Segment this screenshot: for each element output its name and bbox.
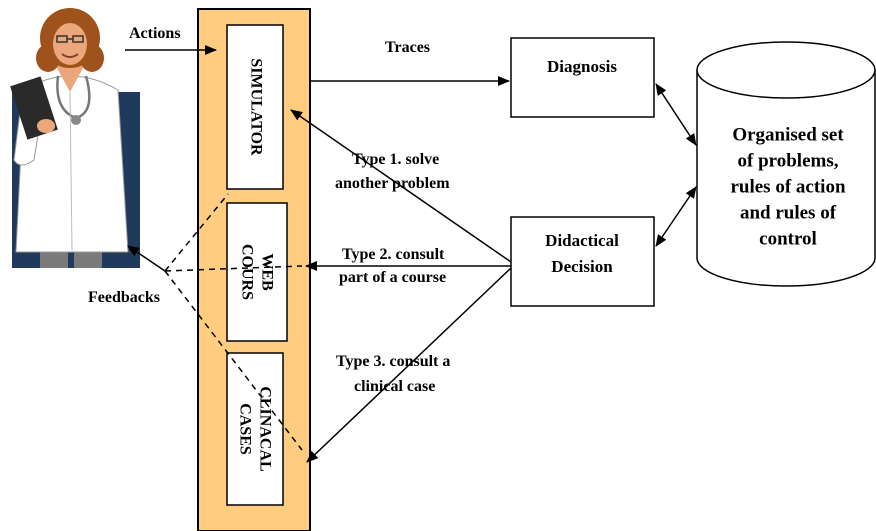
type1-label-line1: Type 1. solve (352, 151, 439, 168)
web-cours-module[interactable]: WEB COURS (226, 202, 288, 342)
simulator-module[interactable]: SIMULATOR (226, 24, 284, 190)
actions-label: Actions (129, 25, 181, 42)
web-cours-label-line2: COURS (238, 244, 255, 300)
diagnosis-label: Diagnosis (547, 57, 617, 76)
feedback-dashed-lines (164, 193, 303, 451)
doctor-with-clipboard-icon (10, 8, 140, 268)
type3-label-line2: clinical case (354, 378, 435, 395)
type1-label-line2: another problem (335, 175, 450, 192)
web-cours-label-line1: WEB (258, 253, 275, 291)
database-label-line4: and rules of (740, 202, 837, 223)
database-label-line5: control (759, 228, 817, 249)
type3-arrow (306, 267, 512, 463)
feedbacks-arrow (127, 245, 166, 272)
decision-database-arrow (655, 186, 697, 247)
database-label-line1: Organised set (732, 124, 844, 145)
database-label-line2: of problems, (738, 150, 839, 171)
type3-label-line1: Type 3. consult a (336, 353, 450, 370)
diagnosis-box[interactable]: Diagnosis (510, 37, 655, 118)
didactical-decision-label-line1: Didactical (545, 231, 619, 250)
type1-arrow (290, 109, 512, 263)
traces-label: Traces (385, 39, 430, 56)
didactical-decision-box[interactable]: Didactical Decision (510, 216, 655, 307)
type2-label-line2: part of a course (339, 269, 446, 286)
diagnosis-database-arrow (655, 83, 697, 146)
type2-label-line1: Type 2. consult (342, 246, 445, 263)
didactical-decision-label-line2: Decision (551, 257, 613, 276)
knowledge-database-cylinder[interactable]: Organised set of problems, rules of acti… (696, 41, 876, 287)
simulator-label: SIMULATOR (247, 58, 264, 156)
clinical-cases-label-line1: CLINACAL (256, 386, 273, 471)
feedbacks-label: Feedbacks (88, 289, 160, 306)
clinical-cases-label-line2: CASES (236, 403, 253, 455)
clinical-cases-module[interactable]: CLINACAL CASES (226, 352, 284, 506)
database-label-line3: rules of action (730, 176, 845, 197)
